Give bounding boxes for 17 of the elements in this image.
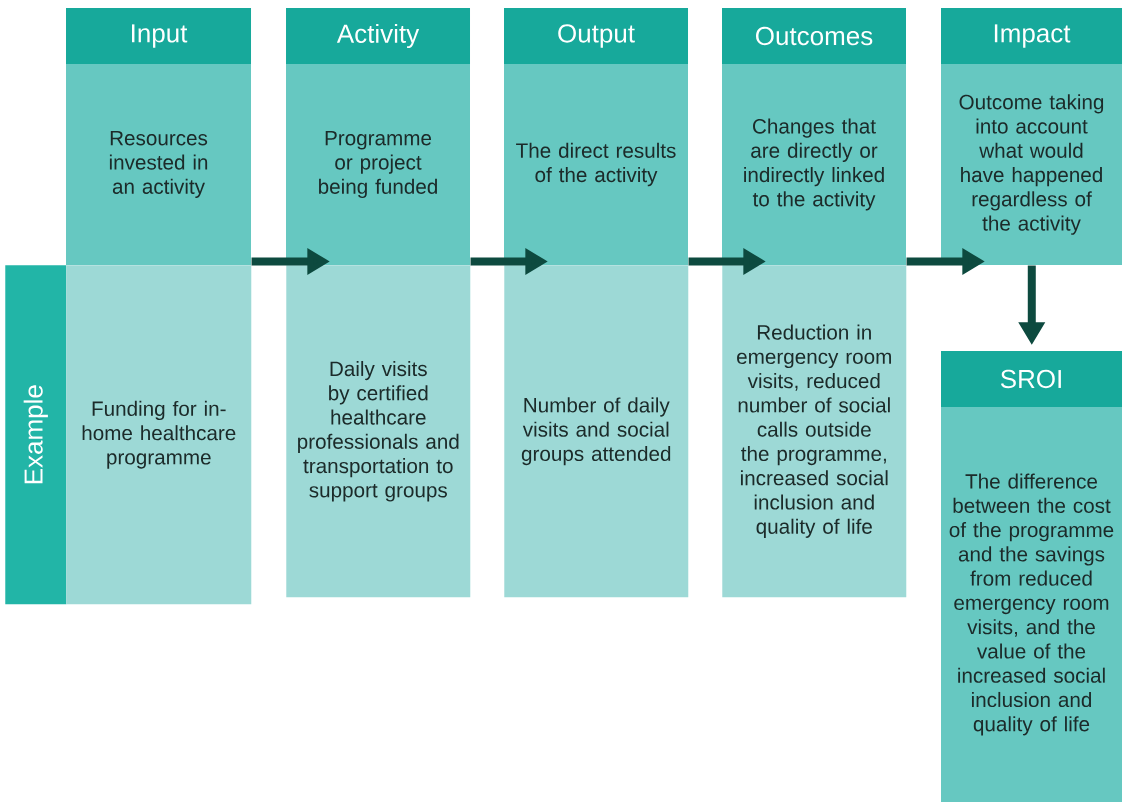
column-box: SROI The difference between the cost of the programme and the savings from reduced emergency room visits, and the value of the increased social inclusion and quality of life	[941, 351, 1122, 802]
node-label: Input	[132, 24, 188, 48]
example-box: Number of daily visits and social groups attended	[504, 265, 689, 598]
example-box: Funding for in-home healthcare programme	[66, 265, 252, 605]
label-band: Example	[5, 265, 67, 605]
node-label: SROI	[1000, 369, 1061, 389]
column-box: Outcomes Changes that are directly or indirectly linked to the activity	[722, 8, 906, 265]
node-label: Activity	[336, 23, 420, 49]
node-label: Outcomes	[756, 26, 873, 46]
node-label: Impact	[994, 24, 1071, 48]
column-box: Output The direct results of the activity	[504, 8, 688, 265]
column-box: Impact Outcome taking into account what would have happened regardless of the activity	[941, 8, 1122, 265]
example-box: Daily visits by certified healthcare professionals and transportation to support groups	[286, 265, 471, 598]
node-label: Output	[558, 24, 635, 48]
column-box: Activity Programme or project being funded	[286, 8, 470, 265]
column-box: Input Resources invested in an activity	[66, 8, 251, 265]
example-box: Reduction in emergency room visits, reduced number of social calls outside the programme, increased social inclusion and quality of life	[722, 265, 907, 598]
